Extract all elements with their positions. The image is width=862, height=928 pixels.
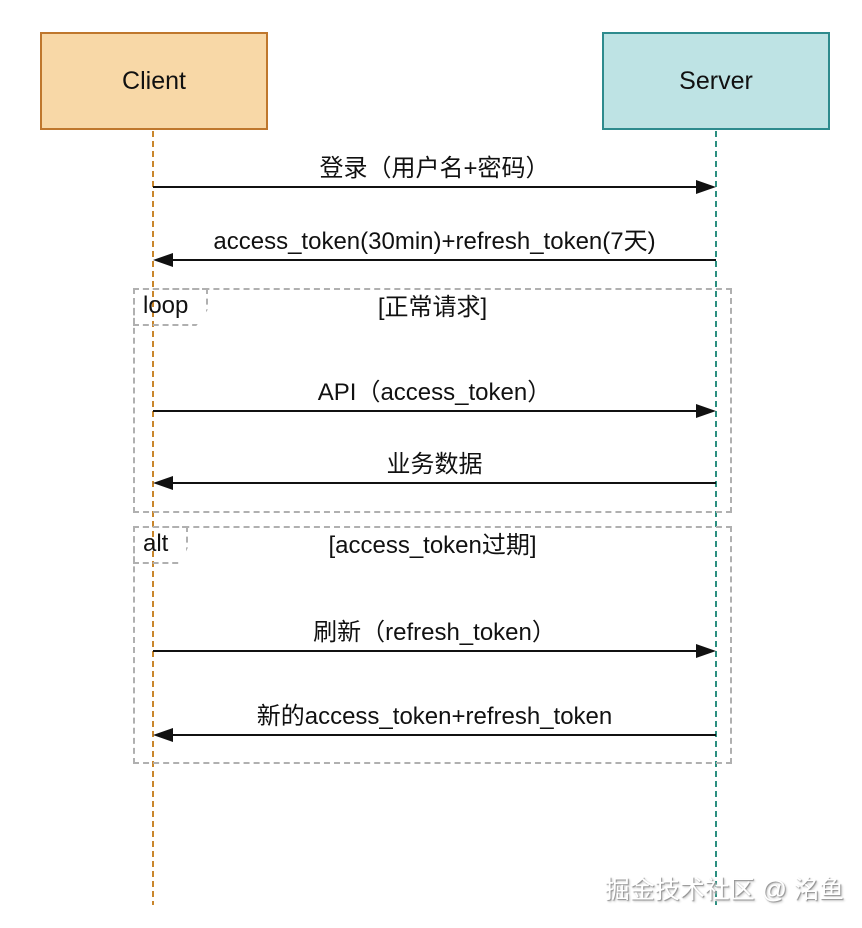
message-api-call-label: API（access_token）: [317, 379, 552, 406]
arrow-right-icon: [696, 180, 716, 194]
message-new-tokens: 新的access_token+refresh_token: [153, 702, 716, 742]
client-lifeline: [152, 131, 154, 905]
message-login-label: 登录（用户名+密码）: [319, 155, 550, 182]
arrow-left-icon: [153, 253, 173, 267]
message-new-tokens-label: 新的access_token+refresh_token: [256, 703, 613, 730]
arrow-right-icon: [696, 404, 716, 418]
message-refresh-label: 刷新（refresh_token）: [313, 619, 556, 646]
watermark: 掘金技术社区 @ 洺鱼: [604, 876, 844, 904]
message-tokens-label: access_token(30min)+refresh_token(7天): [213, 228, 656, 255]
arrow-left-icon: [153, 728, 173, 742]
message-tokens: access_token(30min)+refresh_token(7天): [153, 227, 716, 267]
fragment-loop: loop [正常请求]: [133, 288, 732, 513]
message-tokens-line: [169, 259, 716, 261]
message-business-data: 业务数据: [153, 450, 716, 490]
arrow-right-icon: [696, 644, 716, 658]
message-login-line: [153, 186, 700, 188]
message-refresh: 刷新（refresh_token）: [153, 618, 716, 658]
message-api-call-line: [153, 410, 700, 412]
actor-server: Server: [602, 32, 830, 130]
actor-server-label: Server: [679, 66, 753, 95]
server-lifeline: [715, 131, 717, 905]
message-login: 登录（用户名+密码）: [153, 154, 716, 194]
fragment-alt-operator-label: alt: [133, 526, 189, 564]
actor-client-label: Client: [122, 66, 186, 95]
message-refresh-line: [153, 650, 700, 652]
fragment-loop-operator-label: loop: [133, 288, 209, 326]
fragment-loop-condition: [正常请求]: [377, 294, 488, 321]
fragment-alt: alt [access_token过期]: [133, 526, 732, 764]
message-business-data-label: 业务数据: [386, 451, 483, 478]
arrow-left-icon: [153, 476, 173, 490]
message-new-tokens-line: [169, 734, 716, 736]
fragment-alt-condition: [access_token过期]: [328, 532, 537, 559]
message-business-data-line: [169, 482, 716, 484]
message-api-call: API（access_token）: [153, 378, 716, 418]
actor-client: Client: [40, 32, 268, 130]
